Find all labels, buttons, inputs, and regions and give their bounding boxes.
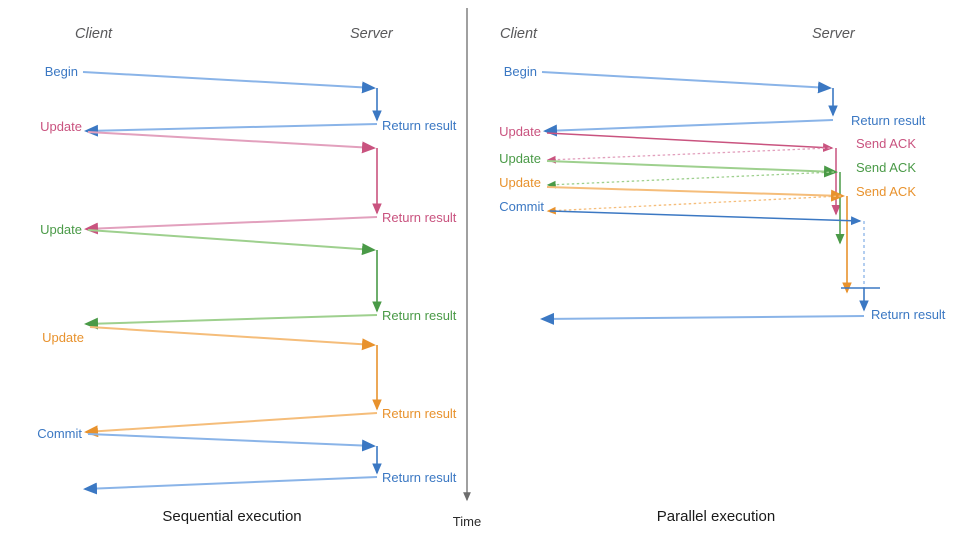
parallel-client-label-3: Update [499, 175, 541, 190]
sequential-client-lane-title: Client [75, 26, 113, 42]
request-arrow-begin [82, 71, 376, 94]
response-arrow-update-3 [84, 412, 378, 438]
sequential-client-label-0: Begin [45, 64, 78, 79]
parallel-server-label-3: Send ACK [856, 184, 916, 199]
parallel-client-label-1: Update [499, 124, 541, 139]
sequential-server-label-0: Return result [382, 118, 457, 133]
parallel-client-label-2: Update [499, 151, 541, 166]
sequential-exchange-commit: Commit Return result [37, 426, 457, 495]
sequential-exchange-update-2: Update Return result [40, 222, 457, 330]
sequential-exchange-begin: Begin Return result [45, 64, 457, 137]
sequential-client-label-1: Update [40, 119, 82, 134]
sequential-server-label-4: Return result [382, 470, 457, 485]
sequential-client-label-2: Update [40, 222, 82, 237]
parallel-exchange-update-1: Update Send ACK [499, 124, 916, 216]
request-arrow-update-3 [546, 186, 845, 202]
time-axis-label: Time [453, 514, 481, 529]
request-arrow-update-1 [546, 132, 834, 153]
panel-parallel: Client Server Begin Return result Update… [499, 26, 946, 525]
parallel-exchange-update-2: Update Send ACK [499, 151, 916, 245]
request-arrow-update-1 [87, 131, 376, 154]
sequential-server-lane-title: Server [350, 26, 394, 42]
parallel-exchange-update-3: Update Send ACK [499, 175, 916, 294]
request-arrow-update-2 [87, 229, 376, 256]
request-arrow-update-3 [89, 326, 376, 351]
request-arrow-commit [549, 210, 862, 226]
request-arrow-update-2 [546, 160, 838, 178]
parallel-server-lane-title: Server [812, 26, 856, 42]
sequential-client-label-4: Commit [37, 426, 82, 441]
parallel-server-label-0: Return result [851, 113, 926, 128]
ack-arrow-update-1 [546, 147, 831, 164]
sequential-server-label-2: Return result [382, 308, 457, 323]
parallel-exchange-commit: Commit Return result [499, 199, 946, 325]
sequential-server-label-3: Return result [382, 406, 457, 421]
parallel-caption: Parallel execution [657, 508, 775, 525]
parallel-server-label-1: Send ACK [856, 136, 916, 151]
parallel-client-label-0: Begin [504, 64, 537, 79]
request-arrow-begin [541, 71, 832, 94]
ack-arrow-update-3 [546, 195, 842, 215]
panel-sequential: Client Server Begin Return result Update… [37, 26, 457, 525]
response-arrow-commit [540, 312, 865, 325]
parallel-server-label-2: Send ACK [856, 160, 916, 175]
parallel-exchange-begin: Begin Return result [504, 64, 926, 137]
sequential-server-label-1: Return result [382, 210, 457, 225]
sequential-caption: Sequential execution [162, 508, 301, 525]
parallel-client-label-4: Commit [499, 199, 544, 214]
response-arrow-update-2 [84, 314, 378, 330]
sequential-exchange-update-3: Update Return result [42, 326, 457, 438]
ack-arrow-update-2 [546, 171, 835, 189]
parallel-server-label-4: Return result [871, 307, 946, 322]
response-arrow-commit [83, 476, 378, 495]
response-arrow-begin [543, 119, 834, 137]
parallel-client-lane-title: Client [500, 26, 538, 42]
sequential-exchange-update-1: Update Return result [40, 119, 457, 235]
sequential-client-label-3: Update [42, 330, 84, 345]
request-arrow-commit [87, 433, 376, 452]
response-arrow-begin [84, 123, 378, 137]
response-arrow-update-1 [84, 216, 378, 235]
